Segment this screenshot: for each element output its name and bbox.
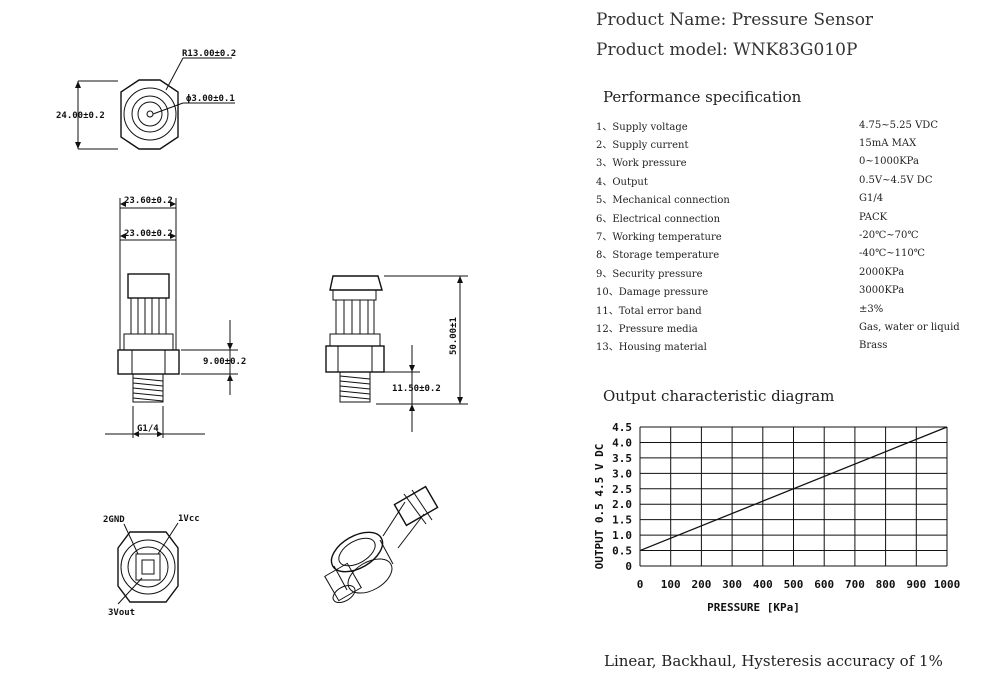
- y-tick-label: 1.5: [612, 514, 632, 527]
- side-view-left: [105, 198, 238, 438]
- technical-drawing: R13.00±0.2 24.00±0.2 ϕ3.00±0.1 23.60±0.2…: [56, 49, 468, 618]
- spec-row: 10、Damage pressure 3000KPa: [596, 282, 996, 300]
- spec-row: 4、Output 0.5V~4.5V DC: [596, 171, 996, 189]
- y-tick-label: 2.0: [612, 498, 632, 511]
- spec-value: -20℃~70℃: [859, 230, 919, 242]
- pin-vcc-label: 1Vcc: [178, 514, 200, 524]
- y-tick-label: 0.5: [612, 545, 632, 558]
- product-model: Product model: WNK83G010P: [596, 40, 858, 60]
- spec-value: Gas, water or liquid: [859, 321, 960, 333]
- spec-value: 4.75~5.25 VDC: [859, 119, 938, 131]
- x-tick-label: 700: [845, 578, 865, 591]
- x-tick-label: 300: [722, 578, 742, 591]
- spec-value: 3000KPa: [859, 285, 905, 297]
- spec-label: 10、Damage pressure: [596, 287, 709, 299]
- series-line: [639, 426, 948, 552]
- spec-value: 2000KPa: [859, 266, 905, 278]
- x-tick-label: 200: [691, 578, 711, 591]
- dim-width-2300: 23.00±0.2: [124, 229, 173, 239]
- dim-height-9: 9.00±0.2: [203, 357, 246, 367]
- spec-label: 8、Storage temperature: [596, 250, 720, 262]
- spec-label: 2、Supply current: [596, 140, 689, 152]
- spec-value: 15mA MAX: [859, 138, 917, 150]
- spec-label: 5、Mechanical connection: [596, 195, 730, 207]
- spec-row: 7、Working temperature -20℃~70℃: [596, 226, 996, 244]
- spec-value: PACK: [859, 211, 888, 223]
- y-tick-label: 1.0: [612, 529, 632, 542]
- spec-label: 11、Total error band: [596, 305, 702, 317]
- spec-row: 12、Pressure media Gas, water or liquid: [596, 318, 996, 336]
- dim-r13: R13.00±0.2: [182, 49, 236, 59]
- spec-value: Brass: [859, 340, 888, 352]
- x-tick-label: 900: [906, 578, 926, 591]
- spec-row: 9、Security pressure 2000KPa: [596, 263, 996, 281]
- chart-heading: Output characteristic diagram: [603, 387, 835, 405]
- spec-row: 8、Storage temperature -40℃~110℃: [596, 245, 996, 263]
- dim-height-1150: 11.50±0.2: [392, 384, 441, 394]
- side-view-right: [325, 275, 468, 432]
- spec-label: 1、Supply voltage: [596, 121, 688, 133]
- performance-table: 1、Supply voltage 4.75~5.25 VDC 2、Supply cu…: [596, 116, 996, 355]
- spec-label: 13、Housing material: [596, 342, 707, 354]
- pin-vout-label: 3Vout: [108, 608, 135, 618]
- spec-value: 0~1000KPa: [859, 156, 919, 168]
- x-tick-label: 600: [814, 578, 834, 591]
- x-tick-label: 800: [876, 578, 896, 591]
- top-view: [77, 57, 235, 150]
- x-axis-label: PRESSURE [KPa]: [707, 601, 800, 614]
- accuracy-note: Linear, Backhaul, Hysteresis accuracy of…: [604, 652, 943, 670]
- x-tick-label: 400: [753, 578, 773, 591]
- connector-view: [117, 522, 179, 605]
- spec-value: -40℃~110℃: [859, 248, 925, 260]
- spec-value: ±3%: [859, 303, 884, 315]
- spec-value: G1/4: [859, 193, 884, 205]
- pin-gnd-label: 2GND: [103, 515, 125, 525]
- product-name: Product Name: Pressure Sensor: [596, 10, 874, 30]
- spec-row: 11、Total error band ±3%: [596, 300, 996, 318]
- dim-width-2360: 23.60±0.2: [124, 196, 173, 206]
- spec-label: 6、Electrical connection: [596, 213, 721, 225]
- x-tick-label: 100: [661, 578, 681, 591]
- x-tick-label: 0: [637, 578, 644, 591]
- dim-diameter-3: ϕ3.00±0.1: [186, 94, 235, 104]
- output-characteristic-chart: 0 100 200 300 400 500 600 700 800 900 1000 0 0.5 1.0 1…: [593, 421, 961, 614]
- y-tick-label: 4.5: [612, 421, 632, 434]
- y-tick-label: 2.5: [612, 483, 632, 496]
- performance-heading: Performance specification: [603, 88, 802, 106]
- y-tick-label: 3.0: [612, 467, 632, 480]
- spec-label: 4、Output: [596, 176, 648, 188]
- x-tick-label: 1000: [934, 578, 961, 591]
- spec-row: 1、Supply voltage 4.75~5.25 VDC: [596, 116, 996, 134]
- spec-value: 0.5V~4.5V DC: [859, 174, 933, 186]
- spec-label: 3、Work pressure: [596, 158, 687, 170]
- spec-row: 13、Housing material Brass: [596, 337, 996, 355]
- spec-row: 5、Mechanical connection G1/4: [596, 190, 996, 208]
- dimension-arrows: [75, 81, 463, 437]
- spec-row: 3、Work pressure 0~1000KPa: [596, 153, 996, 171]
- y-tick-label: 3.5: [612, 452, 632, 465]
- y-tick-label: 0: [625, 560, 632, 573]
- spec-row: 6、Electrical connection PACK: [596, 208, 996, 226]
- y-axis-label: OUTPUT 0.5 4.5 V DC: [593, 444, 606, 570]
- y-tick-label: 4.0: [612, 436, 632, 449]
- spec-row: 2、Supply current 15mA MAX: [596, 134, 996, 152]
- spec-label: 9、Security pressure: [596, 268, 703, 280]
- dim-height-50: 50.00±1: [449, 317, 459, 355]
- perspective-view: [324, 485, 439, 604]
- x-tick-label: 500: [784, 578, 804, 591]
- spec-label: 12、Pressure media: [596, 323, 698, 335]
- spec-label: 7、Working temperature: [596, 232, 722, 244]
- dim-height-24: 24.00±0.2: [56, 111, 105, 121]
- dim-thread-g14: G1/4: [137, 424, 159, 434]
